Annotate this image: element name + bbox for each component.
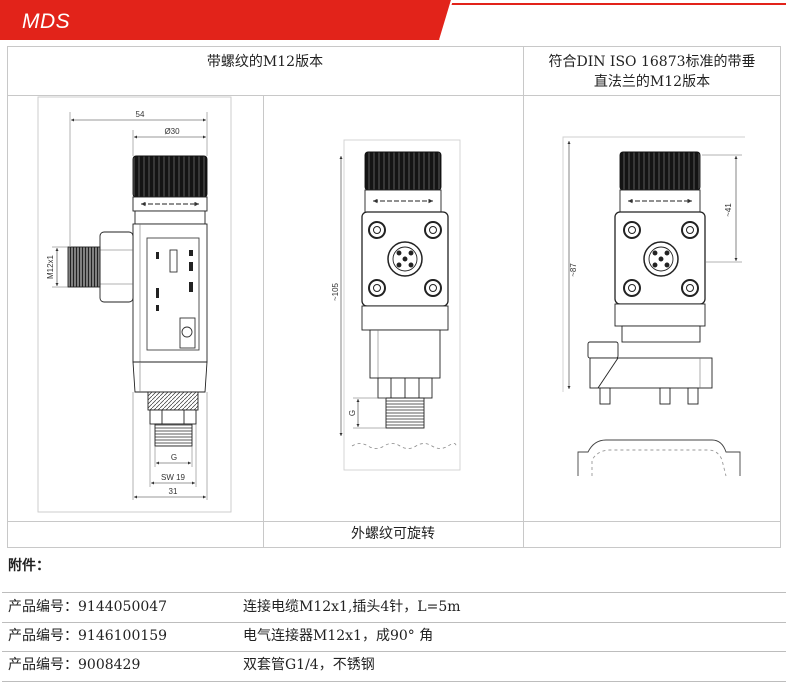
diameter-dimension-label: Ø30 (164, 127, 180, 136)
hex-nut (149, 409, 197, 425)
flange-view-drawing: ~87 ~41 (562, 136, 745, 477)
connector-flange (99, 231, 134, 303)
accessory-description: 连接电缆M12x1,插头4针，L=5m (243, 599, 461, 615)
column-header-flange-line-1: 符合DIN ISO 16873标准的带垂 (548, 54, 756, 70)
process-thread (385, 397, 425, 429)
height-dimension-label: ~105 (331, 282, 340, 301)
product-number-value: 9144050047 (78, 599, 168, 615)
column-header-flange-line-2: 直法兰的M12版本 (593, 74, 711, 90)
m12-connector-thread (67, 246, 101, 288)
m12-connector (643, 241, 679, 277)
accessory-row: 产品编号：9008429 双套管G1/4，不锈钢 (0, 655, 786, 675)
accessory-product-number: 产品编号：9008429 (8, 655, 140, 675)
width-dimension-label: 54 (136, 110, 145, 119)
product-number-label: 产品编号： (8, 599, 78, 615)
accessory-row-dividers (2, 592, 786, 682)
column-header-threaded-version: 带螺纹的M12版本 (206, 54, 324, 70)
accessory-row: 产品编号：9146100159 电气连接器M12x1，成90° 角 (0, 626, 786, 646)
din-rail (577, 439, 741, 477)
total-height-label: ~87 (569, 263, 578, 277)
thread-g-label: G (171, 453, 177, 462)
adjustment-knob (364, 151, 442, 191)
housing-screws (623, 221, 699, 297)
adjustment-knob (619, 151, 701, 191)
process-thread (154, 423, 193, 447)
bottom-width-label: 31 (169, 487, 178, 496)
adjustment-knob (132, 155, 208, 198)
product-family-title: MDS (22, 10, 71, 33)
accessory-description: 电气连接器M12x1，成90° 角 (243, 628, 434, 644)
accessories-heading: 附件： (8, 558, 50, 574)
accessory-product-number: 产品编号：9146100159 (8, 626, 167, 646)
column-header-flange-version: 符合DIN ISO 16873标准的带垂 直法兰的M12版本 (523, 52, 781, 92)
m12-connector (387, 241, 423, 277)
product-table-grid (7, 46, 781, 548)
wrench-size-label: SW 19 (161, 473, 186, 482)
caption-rotatable-thread: 外螺纹可旋转 (351, 526, 435, 542)
connector-thread-label: M12x1 (46, 254, 55, 279)
accessory-description: 双套管G1/4，不锈钢 (243, 657, 375, 673)
front-view-drawing: ~105 (331, 139, 461, 471)
housing-screws (368, 221, 442, 297)
mounting-flange (587, 341, 713, 405)
upper-height-label: ~41 (724, 203, 733, 217)
accessory-product-number: 产品编号：9144050047 (8, 597, 167, 617)
product-number-label: 产品编号： (8, 628, 78, 644)
product-number-value: 9146100159 (78, 628, 168, 644)
header-band (0, 0, 786, 41)
accessory-row: 产品编号：9144050047 连接电缆M12x1,插头4针，L=5m (0, 597, 786, 617)
thread-g-label: G (348, 410, 357, 416)
product-number-label: 产品编号： (8, 657, 78, 673)
product-number-value: 9008429 (78, 657, 141, 673)
side-view-drawing: 54 Ø30 (37, 96, 232, 513)
